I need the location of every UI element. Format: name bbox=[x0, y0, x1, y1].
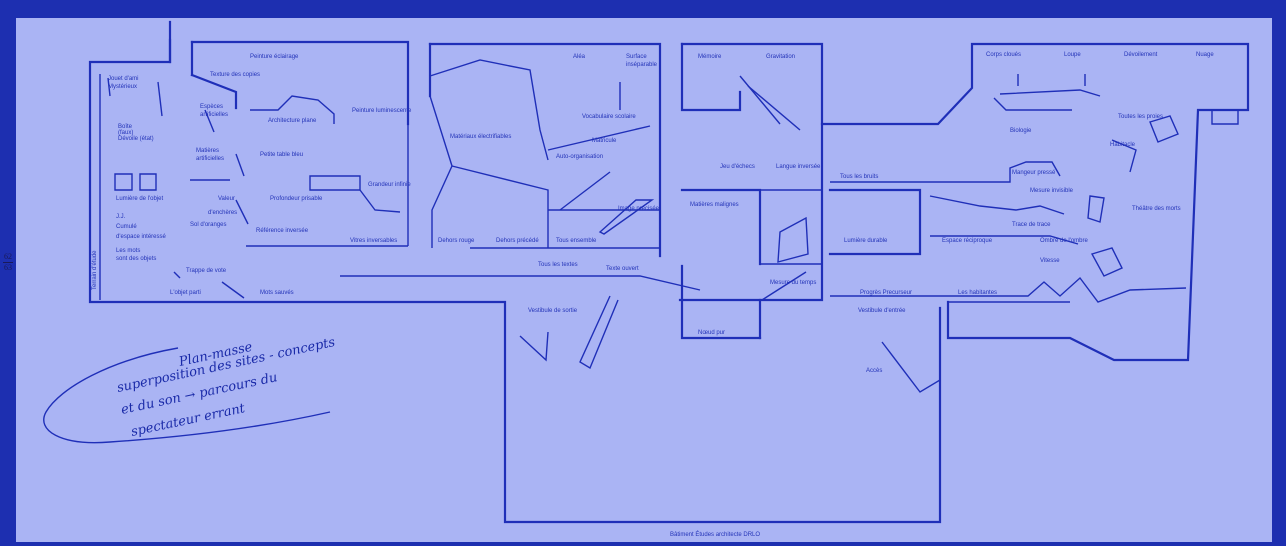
room-label: Toutes les proies bbox=[1118, 114, 1163, 120]
room-label: Corps cloués bbox=[986, 52, 1021, 58]
room-label: Biologie bbox=[1010, 128, 1032, 134]
room-label: Terrain d'étude bbox=[92, 250, 98, 290]
room-label: Peinture luminescente bbox=[352, 108, 412, 114]
room-label: Dévoilement bbox=[1124, 52, 1158, 58]
room-label: Matières malignes bbox=[690, 202, 739, 208]
handwritten-annotation: Plan-masse superposition des sites - con… bbox=[43, 335, 337, 444]
room-label: sont des objets bbox=[116, 256, 156, 262]
room-label: Dévoile (état) bbox=[118, 136, 154, 142]
room-label: Trappe de vote bbox=[186, 268, 227, 274]
room-label: Peinture éclairage bbox=[250, 54, 299, 60]
room-label: Vocabulaire scolaire bbox=[582, 114, 636, 120]
room-label: Gravitation bbox=[766, 54, 795, 60]
room-label: Cumulé bbox=[116, 224, 137, 230]
page-number-divider bbox=[3, 262, 13, 263]
room-label: Image précisée bbox=[618, 206, 660, 212]
room-label: Sol d'oranges bbox=[190, 222, 227, 228]
room-label: Architecture plane bbox=[268, 118, 317, 124]
room-label: artificielles bbox=[196, 156, 224, 162]
room-label: Progrès Precurseur bbox=[860, 290, 912, 296]
room-label: inséparable bbox=[626, 62, 658, 68]
page-number: 62 63 bbox=[0, 252, 16, 273]
room-label: d'espace intéressé bbox=[116, 234, 167, 240]
page-number-top: 62 bbox=[4, 252, 12, 261]
room-label: Accès bbox=[866, 368, 882, 374]
room-label: Loupe bbox=[1064, 52, 1081, 58]
room-label: Habitacle bbox=[1110, 142, 1136, 148]
room-label: Surface bbox=[626, 54, 647, 60]
room-label: Langue inversée bbox=[776, 164, 821, 170]
room-label: Vestibule de sortie bbox=[528, 308, 578, 314]
room-label: Théâtre des morts bbox=[1132, 206, 1181, 212]
room-label: Référence inversée bbox=[256, 228, 309, 234]
floor-plan-walls bbox=[88, 20, 1250, 524]
room-label: L'objet parti bbox=[170, 290, 201, 296]
room-label: Matières bbox=[196, 148, 219, 154]
room-label: Vitesse bbox=[1040, 258, 1060, 264]
room-label: Vitres inversables bbox=[350, 238, 397, 244]
room-label: Les mots bbox=[116, 248, 140, 254]
room-label: Matériaux électrifiables bbox=[450, 134, 511, 140]
room-label: Mystérieux bbox=[108, 84, 137, 90]
room-label: artificielles bbox=[200, 112, 228, 118]
room-label: Nœud pur bbox=[698, 330, 725, 336]
room-label: Dehors rouge bbox=[438, 238, 475, 244]
floor-plan-partitions bbox=[99, 59, 1239, 393]
room-label: Espèces bbox=[200, 104, 223, 110]
room-label: Texte ouvert bbox=[606, 266, 639, 272]
room-label: (faux) bbox=[118, 130, 133, 136]
room-label: Lumière de l'objet bbox=[116, 196, 164, 202]
room-label: Dehors précédé bbox=[496, 238, 539, 244]
room-label: Les habitantes bbox=[958, 290, 997, 296]
room-label: Auto-organisation bbox=[556, 154, 603, 160]
room-label: Matricule bbox=[592, 138, 617, 144]
room-label: Mémoire bbox=[698, 54, 722, 60]
room-label: Grandeur infinie bbox=[368, 182, 411, 188]
room-label: Mangeur pressé bbox=[1012, 170, 1056, 176]
room-label: Nuage bbox=[1196, 52, 1214, 58]
room-label: Valeur bbox=[218, 196, 235, 202]
room-label: Tous les textes bbox=[538, 262, 578, 268]
room-label: J.J. bbox=[116, 214, 126, 220]
room-label: Petite table bleu bbox=[260, 152, 303, 158]
room-label: Vestibule d'entrée bbox=[858, 308, 906, 314]
room-label: Tous ensemble bbox=[556, 238, 597, 244]
blueprint-paper bbox=[16, 18, 1272, 542]
room-label: Profondeur prisable bbox=[270, 196, 323, 202]
room-label: Mesure invisible bbox=[1030, 188, 1074, 194]
room-label: Aléa bbox=[573, 54, 586, 60]
room-label: Ombre de l'ombre bbox=[1040, 238, 1088, 244]
credit-label: Bâtiment Études architecte DRLO bbox=[670, 531, 760, 538]
room-label: d'enchères bbox=[208, 210, 237, 216]
room-label: Mots sauvés bbox=[260, 290, 294, 296]
room-label: Texture des copies bbox=[210, 72, 260, 78]
room-labels: Jouet d'ami Mystérieux Boîte (faux) Dévo… bbox=[92, 52, 1214, 538]
room-label: Jouet d'ami bbox=[108, 76, 139, 82]
room-label: Mesure du temps bbox=[770, 280, 816, 286]
room-label: Tous les bruits bbox=[840, 174, 878, 180]
room-label: Jeu d'échecs bbox=[720, 164, 755, 170]
page-number-bottom: 63 bbox=[4, 263, 12, 272]
room-label: Boîte bbox=[118, 124, 133, 130]
room-label: Lumière durable bbox=[844, 238, 888, 244]
room-label: Espace réciproque bbox=[942, 238, 993, 244]
room-label: Trace de trace bbox=[1012, 222, 1051, 228]
